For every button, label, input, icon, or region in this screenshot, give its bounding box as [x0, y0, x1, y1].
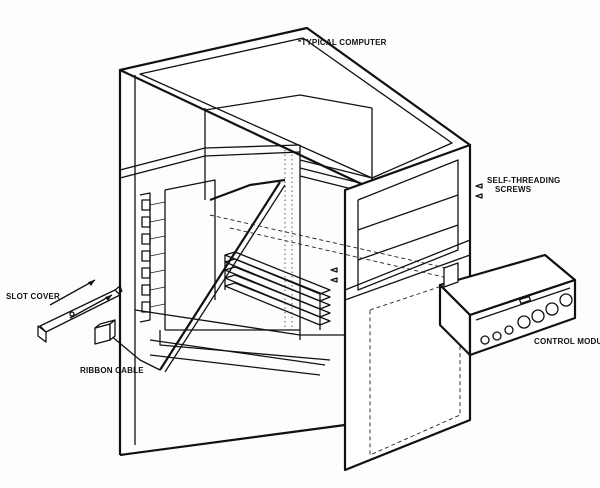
label-self-threading-screws: SELF-THREADING SCREWS: [487, 176, 560, 194]
knob: [517, 315, 531, 329]
ribbon-cable-path-top: [209, 178, 286, 202]
knob: [504, 325, 514, 335]
drive-bay-divider: [119, 144, 301, 171]
slot-cover-drawing: [37, 279, 123, 343]
knob: [480, 335, 490, 345]
guide-line-lower: [229, 227, 449, 279]
control-module-drawing: [438, 253, 577, 357]
knob: [545, 302, 559, 316]
label-control-module: CONTROL MODULE: [534, 337, 600, 346]
case-front-panel: [343, 143, 472, 472]
knob: [559, 293, 573, 307]
control-module-connector: [443, 262, 459, 288]
screw-icon: [330, 183, 483, 283]
insert-arrow-upper: [49, 279, 96, 306]
insert-arrow-lower: [69, 294, 113, 319]
expansion-slot-brackets: [139, 192, 166, 323]
label-slot-cover: SLOT COVER: [6, 292, 61, 301]
knob: [531, 309, 545, 323]
motherboard-expansion-slots: [224, 251, 331, 330]
drive-bay-top: [204, 94, 373, 111]
label-typical-computer: *TYPICAL COMPUTER: [298, 38, 387, 47]
label-self-threading-line2: SCREWS: [495, 185, 532, 194]
label-self-threading-line1: SELF-THREADING: [487, 176, 561, 185]
case-bottom-edge: [119, 423, 346, 457]
case-top-inner: [139, 37, 453, 179]
drive-bay-divider-lower: [119, 151, 301, 179]
ribbon-cable-path-diagonal: [159, 181, 281, 371]
knob: [492, 331, 502, 341]
ribbon-cable-connector-drawing: [94, 319, 116, 345]
front-panel-cutout: [369, 279, 461, 456]
computer-case-drawing: [109, 26, 472, 472]
ribbon-cable-path-lower: [109, 334, 161, 371]
control-module-front: [468, 278, 577, 357]
label-ribbon-cable: RIBBON CABLE: [80, 366, 144, 375]
